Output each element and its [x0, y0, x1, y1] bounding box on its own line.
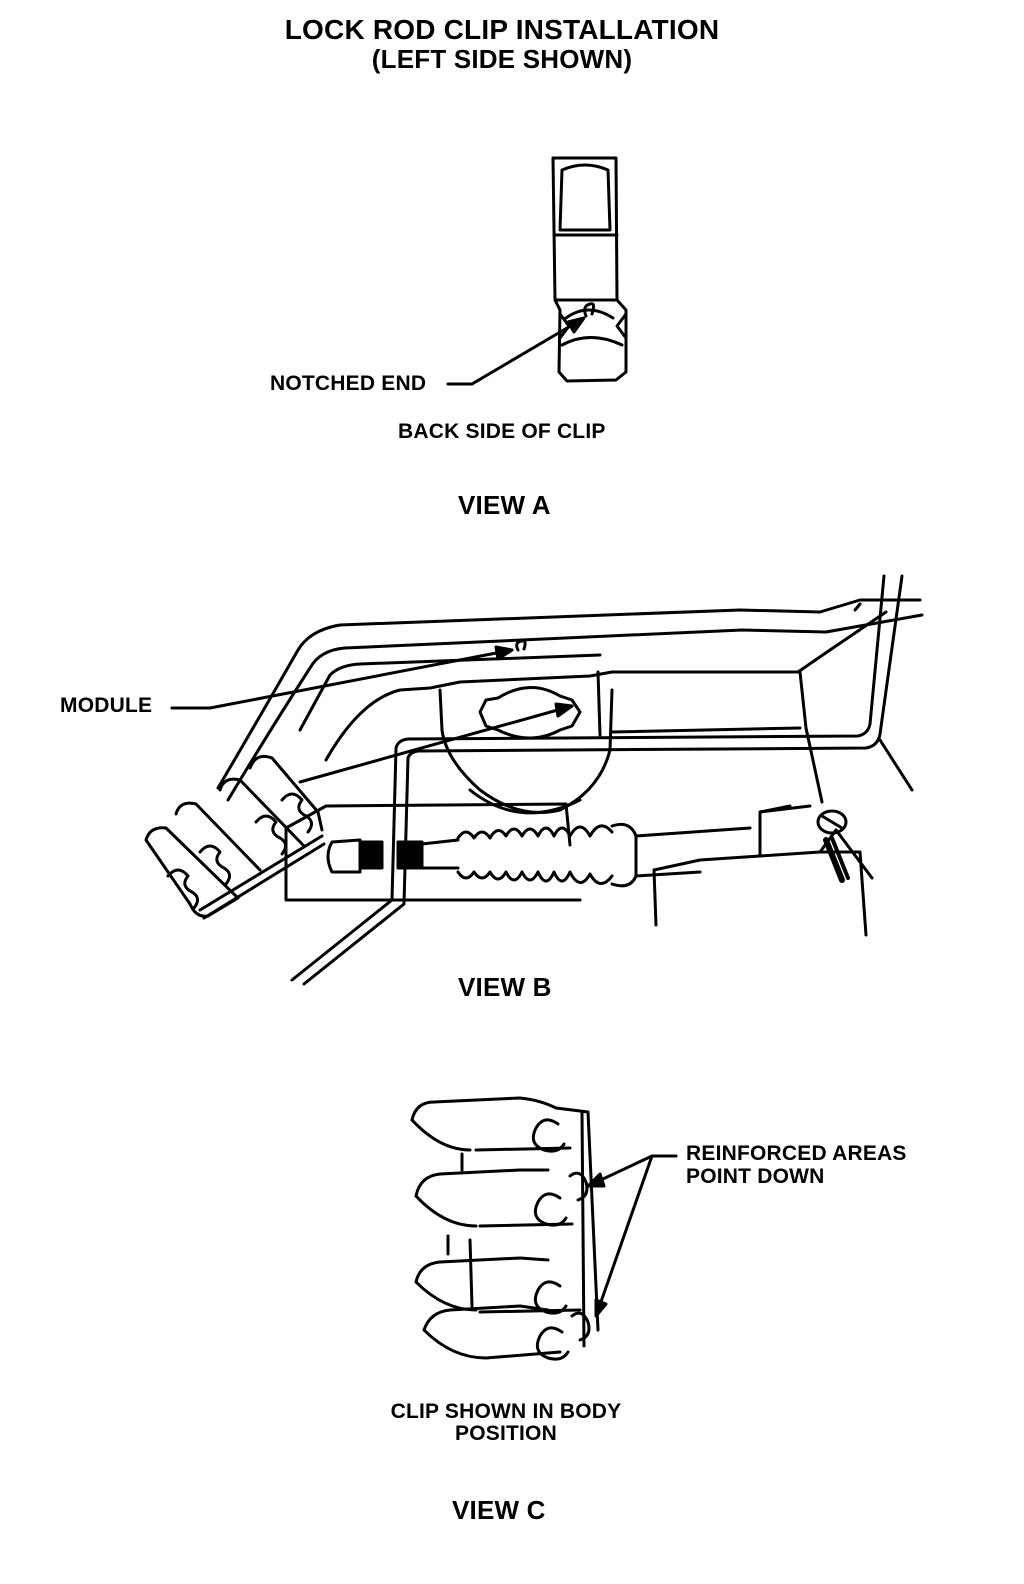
view-b-assembly-drawing: [146, 576, 922, 984]
actuator-body: [286, 804, 872, 935]
rod-boot: [328, 824, 750, 885]
lock-rod-clip-back-view: [553, 158, 626, 381]
reinforced-areas-leader: [588, 1156, 676, 1316]
reinforced-areas-callout-line1: REINFORCED AREAS: [686, 1142, 907, 1165]
view-a-caption: BACK SIDE OF CLIP: [398, 420, 606, 443]
view-a-title: VIEW A: [458, 490, 551, 520]
pivot-screw: [818, 811, 846, 833]
module-latch-opening: [480, 641, 580, 738]
reinforced-areas-callout-line2: POINT DOWN: [686, 1165, 825, 1188]
view-c-caption-line1: CLIP SHOWN IN BODY: [390, 1400, 622, 1423]
module-callout: MODULE: [60, 694, 153, 717]
door-panel: [218, 600, 922, 800]
notched-end-leader: [448, 318, 584, 384]
notched-end-callout: NOTCHED END: [270, 372, 427, 395]
lock-rod-clip-view-c: [412, 1098, 598, 1359]
module-housing: [326, 612, 886, 813]
view-c-clip-drawing: [412, 1098, 676, 1359]
module-leader: [172, 647, 572, 782]
view-b-title: VIEW B: [458, 972, 552, 1002]
lock-rod: [292, 576, 912, 984]
page-title: LOCK ROD CLIP INSTALLATION: [284, 14, 720, 45]
view-c-caption-line2: POSITION: [455, 1422, 557, 1445]
view-c-title: VIEW C: [452, 1495, 546, 1525]
document-number: 92-2-256-2: [0, 0, 1004, 4]
view-a-clip-drawing: [448, 158, 626, 384]
page-subtitle: (LEFT SIDE SHOWN): [371, 44, 633, 74]
lock-rod-clip-view-b: [146, 756, 324, 918]
